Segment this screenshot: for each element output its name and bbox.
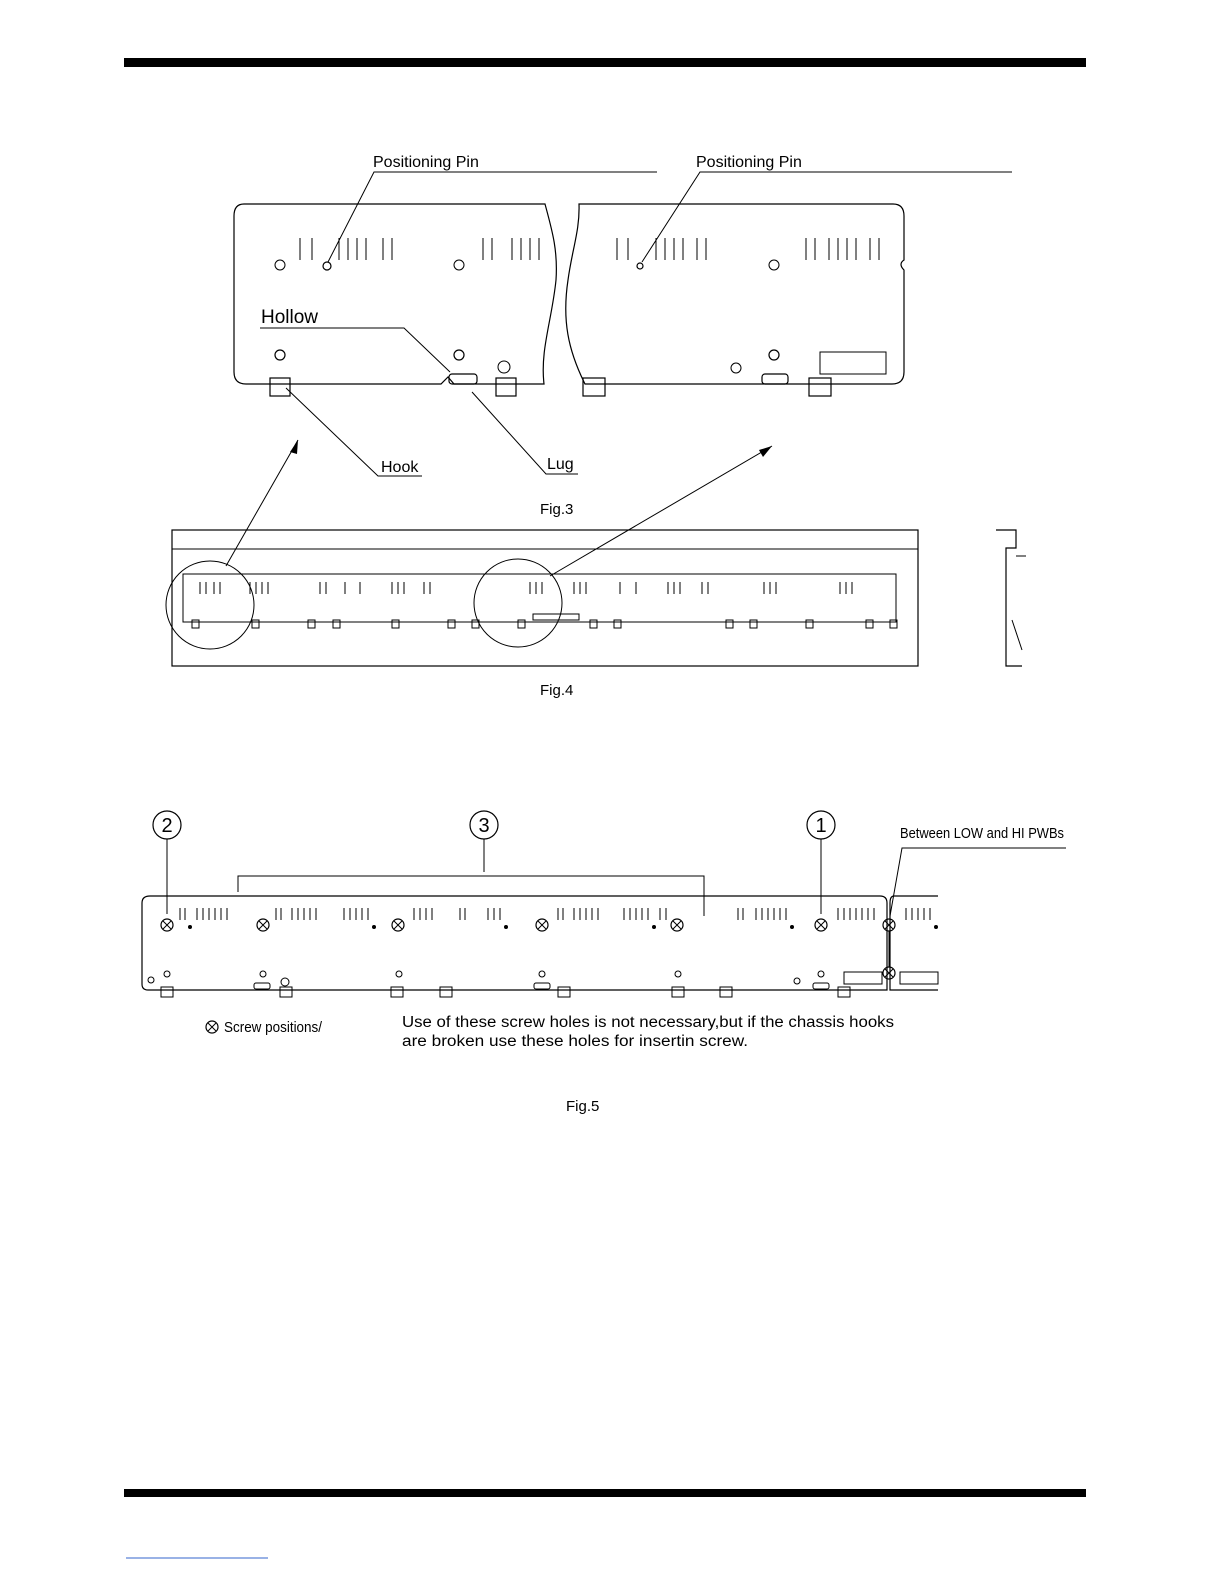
fig3-arrowhead-right (759, 446, 772, 457)
figure-5: 2 3 1 Between LOW and HI PWBs Screw posi… (142, 811, 1066, 1115)
fig3-detail-arrow-right (550, 446, 772, 576)
figure-3: Positioning Pin Positioning Pin Hollow H… (226, 154, 1012, 576)
fig3-hook-right-1 (583, 378, 605, 396)
fig3-detail-arrow-left (226, 440, 298, 566)
between-pwbs-label: Between LOW and HI PWBs (900, 826, 1064, 842)
fig4-pwb-outline (183, 574, 896, 622)
fig3-left-hole-4 (454, 350, 464, 360)
fig5-screw-positions (161, 919, 895, 979)
fig3-hook-right-2 (809, 378, 831, 396)
footer-rule (124, 1489, 1086, 1497)
fig4-side-profile-hook (1012, 620, 1022, 650)
fig3-right-board (566, 204, 904, 384)
fig5-connector-right (900, 972, 938, 984)
fig3-hook-left (270, 378, 290, 396)
fig4-chassis-outline (172, 530, 918, 666)
marker-1: 1 (815, 815, 826, 837)
fig5-hi-pwb (890, 896, 938, 990)
note-line-1: Use of these screw holes is not necessar… (402, 1014, 894, 1031)
note-line-2: are broken use these holes for insertin … (402, 1033, 748, 1050)
fig5-components (180, 908, 930, 920)
fig3-arrowhead-left (290, 440, 298, 454)
between-pwbs-leader (890, 848, 1066, 916)
lug-label: Lug (547, 456, 574, 473)
marker-2: 2 (161, 815, 172, 837)
positioning-pin-label-left: Positioning Pin (373, 154, 479, 171)
fig3-hook-left-2 (496, 378, 516, 396)
fig5-connector-left (844, 972, 882, 984)
marker-3: 3 (478, 815, 489, 837)
positioning-pin-label-right: Positioning Pin (696, 154, 802, 171)
fig4-detail-circle-right (474, 559, 562, 647)
fig3-left-hole-2 (454, 260, 464, 270)
fig3-positioning-pin-right (637, 263, 643, 269)
fig5-caption: Fig.5 (566, 1098, 599, 1115)
fig4-hooks (192, 620, 897, 628)
fig4-pwb-components (200, 582, 852, 594)
fig3-right-screw (731, 363, 741, 373)
figure-4: Fig.4 (166, 530, 1026, 699)
screw-position-legend-cross (208, 1023, 216, 1031)
fig4-caption: Fig.4 (540, 682, 573, 699)
fig3-left-hole-1 (275, 260, 285, 270)
fig3-left-hole-3 (275, 350, 285, 360)
fig3-left-screw (498, 361, 510, 373)
fig3-left-board (234, 204, 556, 384)
fig3-right-components (617, 238, 879, 260)
fig4-center-connector (533, 614, 579, 620)
fig5-small-holes (148, 971, 824, 986)
fig3-left-components (300, 238, 539, 260)
fig3-leader-hollow (260, 328, 450, 372)
header-rule (124, 58, 1086, 67)
hook-label: Hook (381, 459, 419, 476)
fig3-right-hole-1 (769, 260, 779, 270)
fig3-connector (820, 352, 886, 374)
fig3-lug-right (762, 374, 788, 384)
fig3-caption: Fig.3 (540, 501, 573, 518)
fig5-low-pwb (142, 896, 887, 990)
fig3-right-hole-2 (769, 350, 779, 360)
fig3-positioning-pin-left (323, 262, 331, 270)
screw-positions-legend: Screw positions/ (224, 1020, 323, 1036)
hollow-label: Hollow (261, 307, 318, 328)
fig4-side-profile (996, 530, 1022, 666)
